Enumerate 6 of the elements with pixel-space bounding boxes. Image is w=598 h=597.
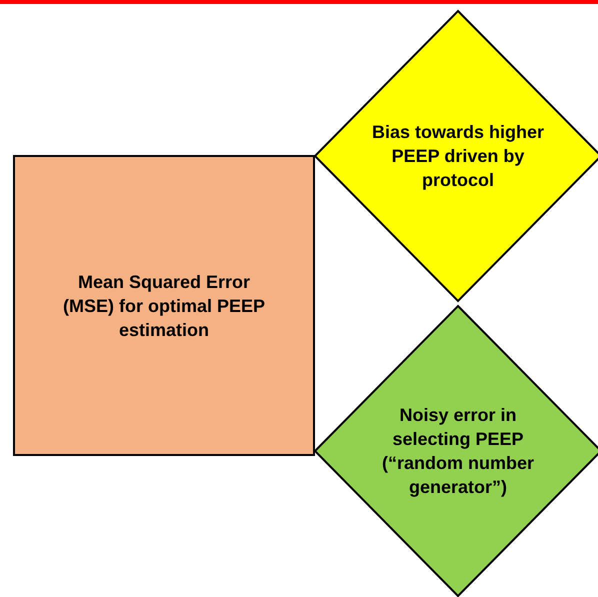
node-text: Mean Squared Error (MSE) for optimal PEEP estimation	[62, 270, 266, 342]
node-text: Noisy error in selecting PEEP (“random number generator”)	[380, 404, 535, 499]
diamond-shape	[314, 10, 598, 302]
diamond-shape	[314, 305, 598, 597]
node-text: Bias towards higher PEEP driven by protocol	[370, 121, 546, 192]
square-box	[13, 155, 315, 456]
